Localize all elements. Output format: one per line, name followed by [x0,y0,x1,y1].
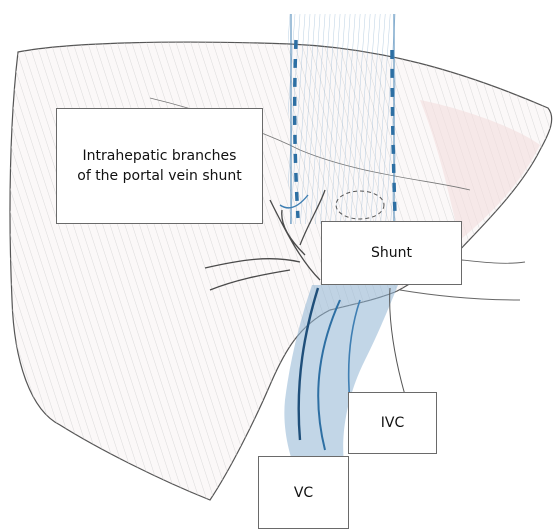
label-shunt: Shunt [321,221,462,285]
label-intrahepatic-branches: Intrahepatic branches of the portal vein… [56,108,263,224]
ivc-upper-vessel [288,14,396,224]
label-vc: VC [258,456,349,529]
label-branches-line2: of the portal vein shunt [77,166,242,186]
label-branches-line1: Intrahepatic branches [77,146,242,166]
label-ivc: IVC [348,392,437,454]
